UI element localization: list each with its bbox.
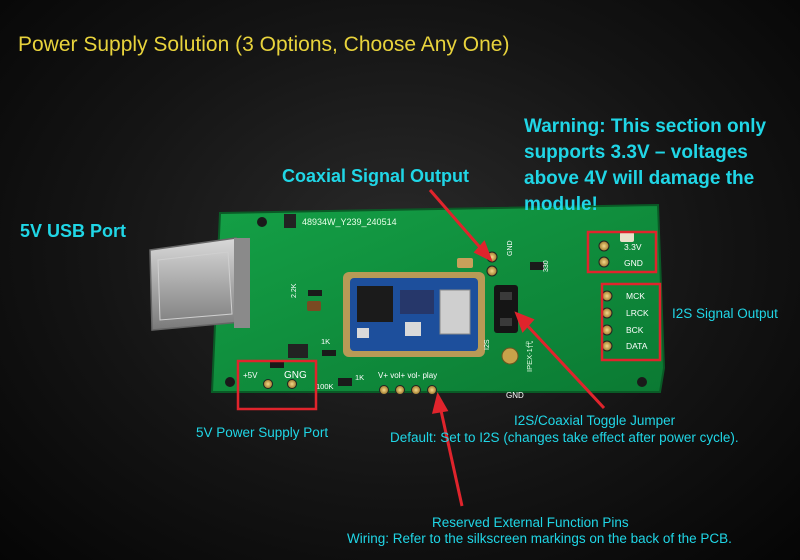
label-coaxial-output: Coaxial Signal Output bbox=[282, 166, 470, 186]
label-toggle-default: Default: Set to I2S (changes take effect… bbox=[390, 430, 739, 445]
silk-gng: GNG bbox=[284, 370, 307, 381]
function-pins bbox=[379, 385, 437, 395]
label-reserved-wiring: Wiring: Refer to the silkscreen markings… bbox=[347, 531, 732, 546]
silk-i2s: I2S bbox=[484, 339, 491, 350]
arrow-coax bbox=[428, 189, 486, 253]
silk-22k: 2.2K bbox=[291, 283, 298, 298]
ic-chip bbox=[288, 344, 308, 358]
mounting-hole bbox=[637, 377, 647, 387]
mounting-hole bbox=[225, 377, 235, 387]
transistor bbox=[284, 214, 296, 228]
resistor bbox=[322, 350, 336, 356]
highlight-33v-box bbox=[586, 230, 658, 274]
resistor bbox=[530, 262, 544, 270]
arrow-jumper bbox=[522, 320, 606, 410]
silk-100k: 100K bbox=[316, 382, 334, 391]
label-usb-port: 5V USB Port bbox=[20, 221, 127, 241]
resistor bbox=[270, 360, 284, 368]
usb-b-connector bbox=[149, 237, 250, 331]
capacitor bbox=[457, 258, 473, 268]
power-pin-5v bbox=[263, 379, 273, 389]
ipex-antenna-connector bbox=[501, 347, 519, 365]
label-i2s-output: I2S Signal Output bbox=[672, 306, 778, 321]
arrows bbox=[428, 189, 606, 507]
i2s-coaxial-jumper bbox=[494, 285, 518, 333]
label-power-port: 5V Power Supply Port bbox=[196, 425, 329, 440]
resistor bbox=[308, 290, 322, 296]
silk-gnd: GND bbox=[624, 258, 643, 268]
highlight-i2s-box bbox=[600, 282, 662, 362]
power-pin-gnd bbox=[287, 379, 297, 389]
silk-lrck: LRCK bbox=[626, 308, 649, 318]
label-toggle-jumper: I2S/Coaxial Toggle Jumper bbox=[514, 413, 676, 428]
silk-1k-a: 1K bbox=[321, 337, 330, 346]
silk-mck: MCK bbox=[626, 291, 645, 301]
arrow-reserved bbox=[438, 405, 464, 507]
resistor bbox=[338, 378, 352, 386]
silk-func: V+ vol+ vol- play bbox=[378, 371, 437, 380]
silk-data: DATA bbox=[626, 341, 648, 351]
silk-board-id: 48934W_Y239_240514 bbox=[302, 217, 397, 227]
label-reserved-pins: Reserved External Function Pins bbox=[432, 515, 629, 530]
capacitor bbox=[307, 301, 321, 311]
capacitor bbox=[620, 232, 634, 242]
mounting-hole bbox=[257, 217, 267, 227]
silk-ipex: IPEX-1代 bbox=[524, 340, 534, 372]
bluetooth-module bbox=[343, 272, 485, 357]
coax-pad bbox=[486, 265, 498, 277]
silk-gnd-bottom: GND bbox=[506, 391, 524, 400]
silk-gnd-top: GND bbox=[507, 240, 514, 256]
silk-330: 330 bbox=[543, 260, 550, 272]
highlight-power-box bbox=[236, 359, 318, 411]
silk-3v3: 3.3V bbox=[624, 242, 642, 252]
page-title: Power Supply Solution (3 Options, Choose… bbox=[18, 33, 510, 56]
silk-bck: BCK bbox=[626, 325, 644, 335]
silk-5v: +5V bbox=[243, 371, 258, 380]
warning-text: Warning: This section only supports 3.3V… bbox=[524, 116, 767, 215]
silk-1k-b: 1K bbox=[355, 373, 364, 382]
